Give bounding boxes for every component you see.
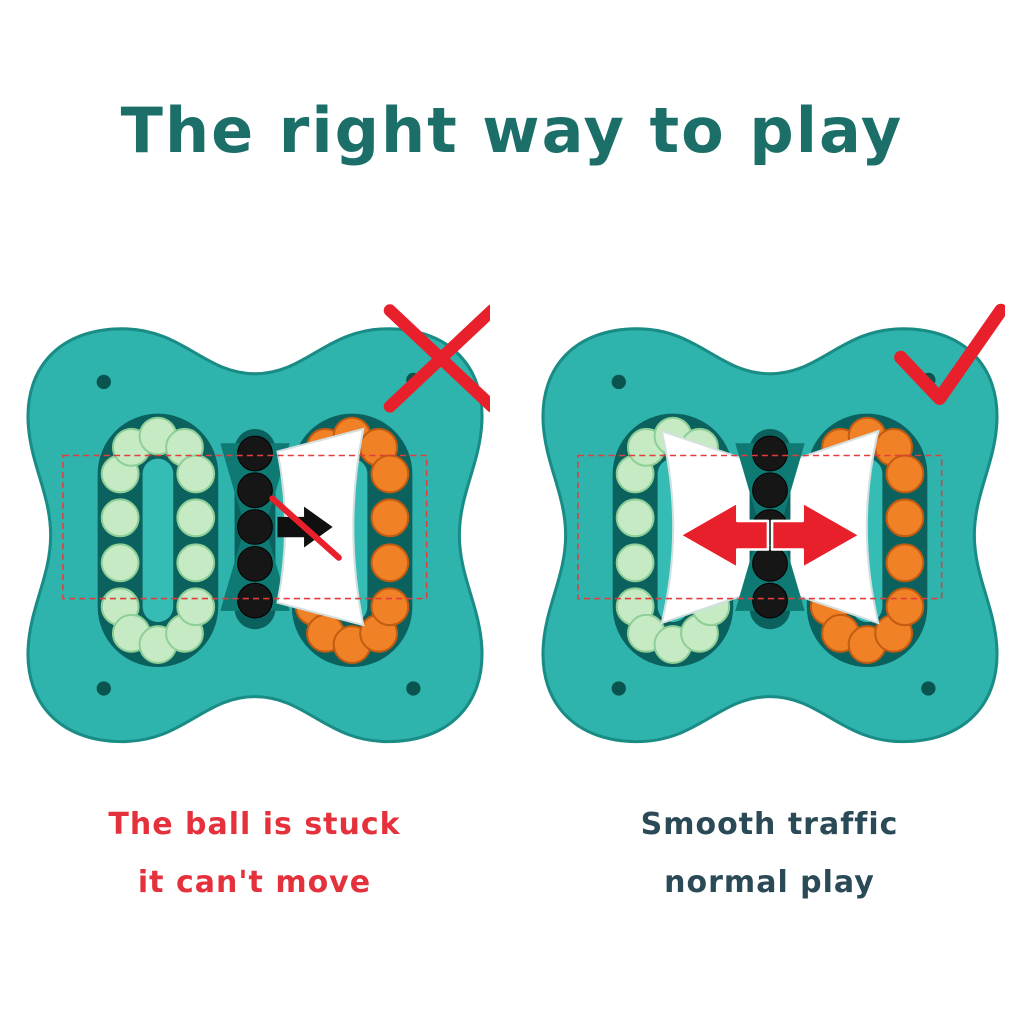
bead	[369, 498, 409, 538]
screw-icon	[611, 374, 626, 390]
toy-illustration-wrong-way	[26, 304, 490, 744]
bead	[236, 545, 273, 582]
bead	[884, 454, 924, 494]
check-mark-icon	[893, 303, 1005, 405]
caption-right-line2: normal play	[664, 865, 875, 900]
screw-icon	[920, 681, 936, 696]
screw-icon	[611, 681, 626, 696]
bead	[236, 509, 273, 545]
bead	[236, 472, 273, 509]
bead	[236, 435, 273, 472]
move-left-arrow-icon	[678, 501, 769, 570]
slash-icon	[268, 495, 342, 561]
screw-icon	[405, 681, 421, 696]
green-beads	[100, 416, 215, 664]
left-track-island	[142, 458, 173, 623]
move-right-arrow-icon	[770, 501, 861, 570]
screw-icon	[96, 681, 111, 696]
black-beads	[236, 435, 273, 619]
bead	[175, 587, 215, 627]
focus-zone	[61, 454, 427, 600]
page-title: The right way to play	[120, 94, 904, 167]
bead	[175, 543, 215, 583]
bead	[100, 498, 140, 538]
figure-wrong-way: The ball is stuck it can't move	[20, 300, 490, 912]
caption-right-way: Smooth traffic normal play	[641, 796, 899, 912]
bead	[175, 498, 215, 538]
bead	[884, 543, 924, 583]
cross-mark-icon	[383, 304, 490, 413]
bead	[751, 582, 788, 619]
comparison-figures: The ball is stuck it can't move	[0, 300, 1024, 912]
caption-right-line1: Smooth traffic	[640, 807, 899, 842]
bead	[369, 543, 409, 583]
bead	[100, 543, 140, 583]
bead	[751, 435, 788, 472]
bead	[751, 472, 788, 509]
bead	[751, 545, 788, 582]
bead	[615, 543, 655, 583]
bead	[615, 498, 655, 538]
bead	[369, 454, 409, 494]
caption-wrong-way: The ball is stuck it can't move	[108, 796, 400, 912]
screw-icon	[96, 374, 111, 390]
toy-illustration-right-way	[541, 303, 1005, 744]
caption-wrong-line2: it can't move	[137, 865, 372, 900]
black-beads	[751, 435, 788, 619]
focus-zone	[576, 454, 942, 600]
figure-right-way: Smooth traffic normal play	[535, 300, 1005, 912]
bead	[369, 587, 409, 627]
caption-wrong-line1: The ball is stuck	[108, 807, 401, 842]
bead	[236, 582, 273, 619]
bead	[884, 498, 924, 538]
bead	[175, 454, 215, 494]
bead	[884, 587, 924, 627]
